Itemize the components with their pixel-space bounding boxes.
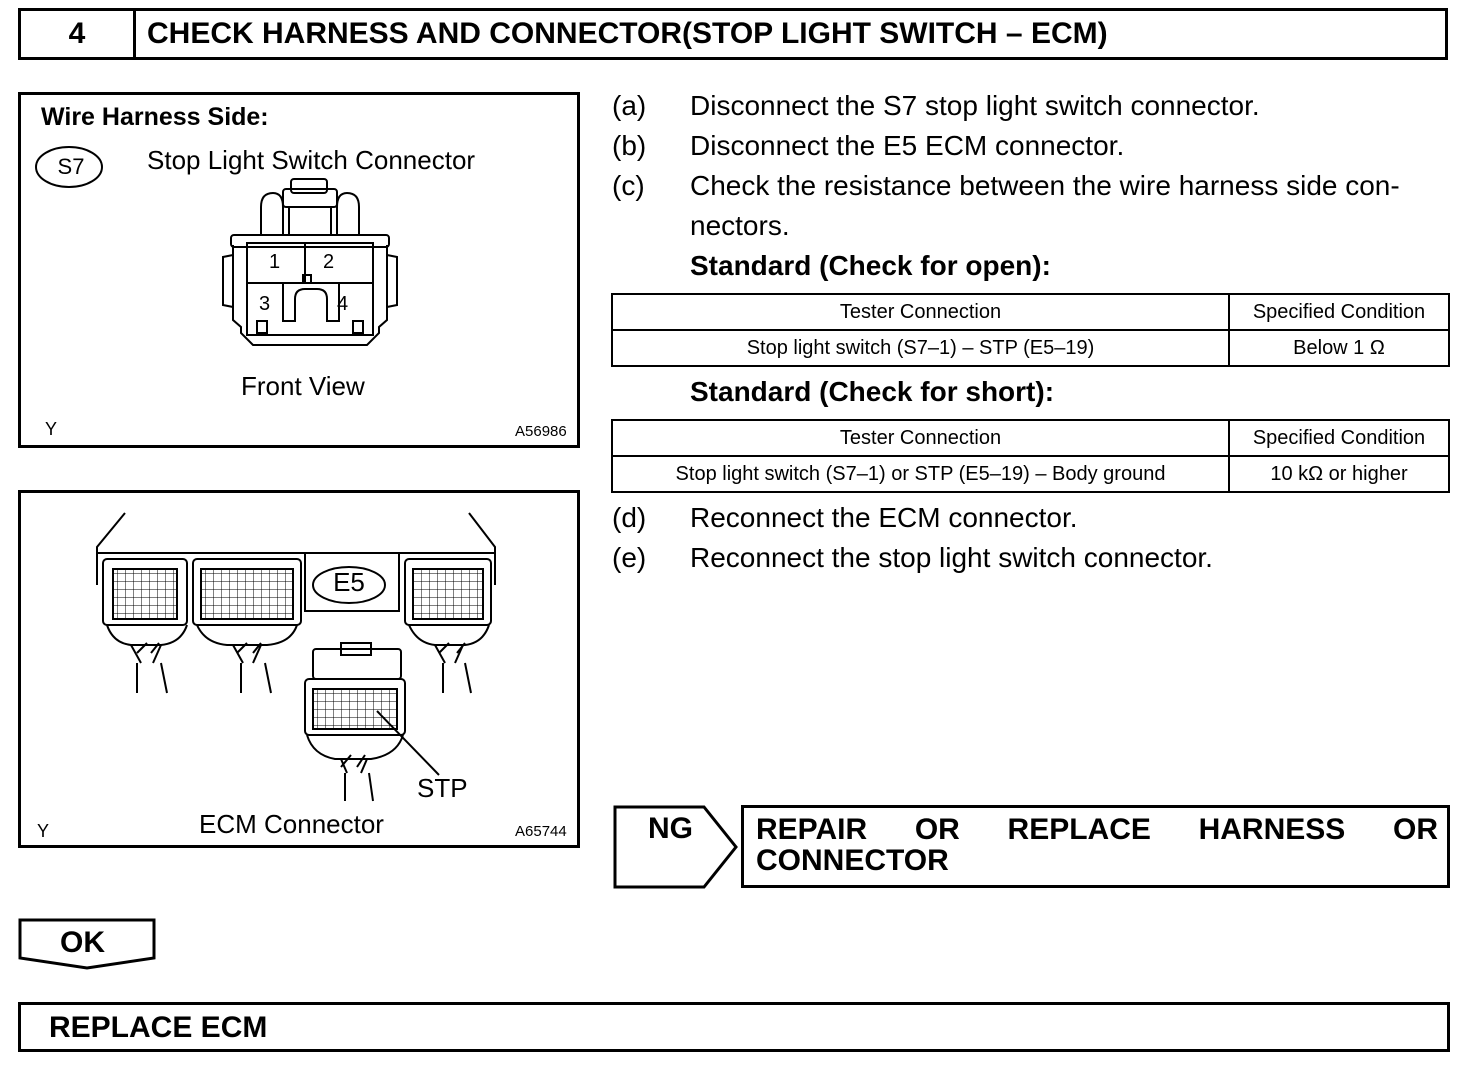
- s7-code-label: S7: [57, 154, 85, 179]
- standard-short-table: Tester Connection Specified Condition St…: [611, 419, 1450, 493]
- standard-short-heading: Standard (Check for short):: [690, 376, 1055, 407]
- ng-action-text: REPAIR OR REPLACE HARNESS OR CONNECTOR: [756, 814, 1438, 876]
- standard-open-table: Tester Connection Specified Condition St…: [611, 293, 1450, 367]
- ng-action-line2: CONNECTOR: [756, 844, 949, 877]
- ng-action-line1: REPAIR OR REPLACE HARNESS OR: [756, 813, 1438, 846]
- table-header-row: Tester Connection Specified Condition: [611, 419, 1450, 457]
- ecm-connector-diagram: [96, 512, 496, 802]
- table-cell: Stop light switch (S7–1) or STP (E5–19) …: [611, 455, 1230, 493]
- connector-name: Stop Light Switch Connector: [147, 145, 476, 175]
- table-cell: Stop light switch (S7–1) – STP (E5–19): [611, 329, 1230, 367]
- step-text: Disconnect the E5 ECM connector.: [690, 130, 1125, 161]
- ng-arrow-icon: [613, 805, 738, 889]
- step-label: (d): [612, 502, 647, 533]
- ok-action-box: REPLACE ECM: [18, 1002, 1450, 1052]
- step-number: 4: [21, 11, 136, 57]
- step-text: Check the resistance between the wire ha…: [690, 170, 1400, 201]
- ng-label: NG: [648, 812, 693, 845]
- figure-id: A65744: [515, 823, 567, 840]
- ok-action-text: REPLACE ECM: [49, 1011, 268, 1044]
- step-text: Reconnect the stop light switch connecto…: [690, 542, 1213, 573]
- step-text: Reconnect the ECM connector.: [690, 502, 1078, 533]
- step-label: (c): [612, 170, 645, 201]
- table-header-cell: Specified Condition: [1228, 293, 1450, 331]
- ng-action-box: REPAIR OR REPLACE HARNESS OR CONNECTOR: [741, 805, 1450, 888]
- s7-code-ellipse: [35, 146, 103, 188]
- table-header-cell: Tester Connection: [611, 419, 1230, 457]
- corner-letter: Y: [37, 821, 50, 841]
- e5-code-label: E5: [333, 567, 365, 597]
- table-cell: Below 1 Ω: [1228, 329, 1450, 367]
- standard-open-heading: Standard (Check for open):: [690, 250, 1051, 281]
- pin-3-label: 3: [259, 293, 271, 315]
- step-title: CHECK HARNESS AND CONNECTOR(STOP LIGHT S…: [147, 17, 1108, 50]
- table-row: Stop light switch (S7–1) or STP (E5–19) …: [611, 455, 1450, 493]
- ecm-connector-caption: ECM Connector: [199, 809, 384, 839]
- figure-id: A56986: [515, 423, 567, 440]
- ok-label: OK: [60, 926, 105, 959]
- stop-light-switch-figure: Wire Harness Side: S7 Stop Light Switch …: [18, 92, 580, 448]
- pin-2-label: 2: [323, 251, 335, 273]
- corner-letter: Y: [45, 419, 58, 439]
- step-text: Disconnect the S7 stop light switch conn…: [690, 90, 1260, 121]
- table-cell: 10 kΩ or higher: [1228, 455, 1450, 493]
- step-label: (a): [612, 90, 647, 121]
- front-view-label: Front View: [241, 371, 365, 401]
- harness-side-heading: Wire Harness Side:: [41, 103, 269, 131]
- table-header-row: Tester Connection Specified Condition: [611, 293, 1450, 331]
- table-header-cell: Tester Connection: [611, 293, 1230, 331]
- s7-connector-diagram: [35, 146, 398, 346]
- table-row: Stop light switch (S7–1) – STP (E5–19) B…: [611, 329, 1450, 367]
- stp-terminal-label: STP: [417, 773, 468, 803]
- e5-code-ellipse: [312, 566, 386, 604]
- step-label: (e): [612, 542, 647, 573]
- step-header: 4 CHECK HARNESS AND CONNECTOR(STOP LIGHT…: [18, 8, 1448, 60]
- step-label: (b): [612, 130, 647, 161]
- pin-4-label: 4: [337, 293, 349, 315]
- ok-arrow-icon: [18, 918, 156, 970]
- ecm-connector-figure: E5 STP ECM Connector Y A65744: [18, 490, 580, 848]
- table-header-cell: Specified Condition: [1228, 419, 1450, 457]
- pin-1-label: 1: [269, 251, 281, 273]
- step-text: nectors.: [690, 210, 790, 241]
